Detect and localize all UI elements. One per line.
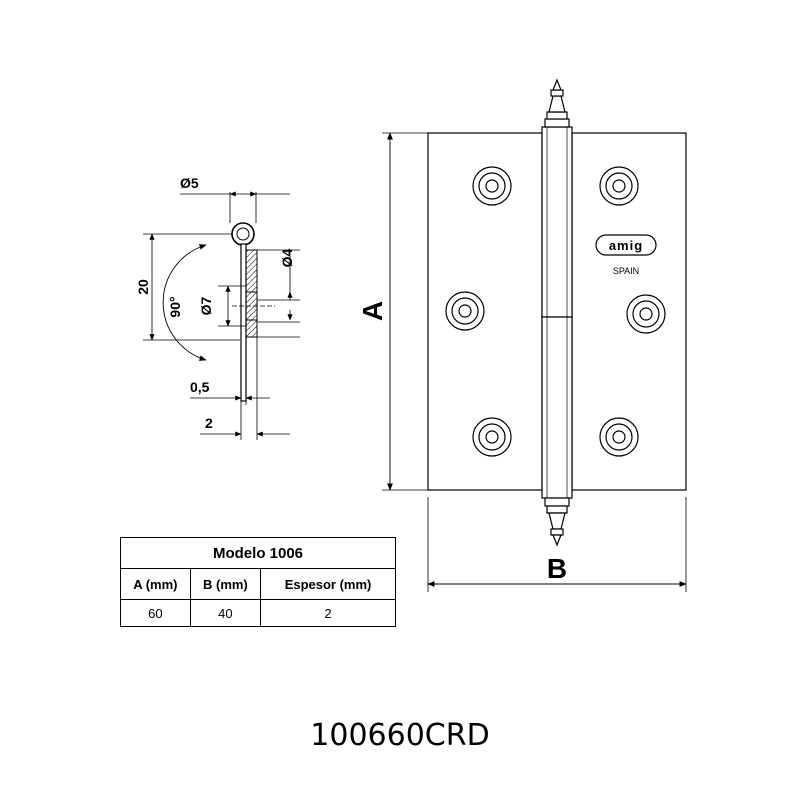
hinge-section-view <box>143 191 300 440</box>
leaf-section <box>240 243 247 402</box>
table-cell: 60 <box>120 599 191 627</box>
knuckle-section <box>231 222 255 246</box>
table-cell: 2 <box>260 599 396 627</box>
hinge-left-leaf <box>427 132 543 491</box>
table-header-row: A (mm) B (mm) Espesor (mm) <box>120 568 396 600</box>
table-title: Modelo 1006 <box>120 537 396 569</box>
table-row: 60 40 2 <box>120 599 396 627</box>
brand-logo-subtitle: SPAIN <box>613 266 639 276</box>
angle-arc <box>162 244 207 361</box>
hinge-front-view <box>382 78 687 592</box>
hinge-barrel-upper <box>541 126 573 318</box>
screw-hole <box>445 291 485 331</box>
bottom-finial <box>544 497 570 547</box>
screw-hole <box>626 294 666 334</box>
table-header: B (mm) <box>189 568 262 600</box>
dim-label-diameter-7: Ø7 <box>198 296 214 315</box>
table-cell: 40 <box>189 599 262 627</box>
table-title-row: Modelo 1006 <box>120 537 396 569</box>
dim-label-20: 20 <box>135 279 151 295</box>
screw-hole <box>472 166 512 206</box>
brand-logo-text: amig <box>609 238 643 253</box>
hinge-right-leaf <box>571 132 687 491</box>
table-header: A (mm) <box>120 568 191 600</box>
dim-label-a: A <box>357 301 388 321</box>
brand-logo-frame <box>595 234 657 256</box>
dim-label-05: 0,5 <box>190 379 210 395</box>
dim-label-diameter-5: Ø5 <box>180 175 199 191</box>
table-header: Espesor (mm) <box>260 568 396 600</box>
dim-label-b: B <box>547 553 567 584</box>
dim-label-2: 2 <box>205 415 213 431</box>
top-finial <box>544 78 570 128</box>
dim-label-diameter-4: Ø4 <box>279 248 295 267</box>
product-code: 100660CRD <box>310 718 490 753</box>
countersink-section <box>245 249 258 338</box>
dim-label-angle: 90° <box>167 296 183 317</box>
screw-hole <box>599 417 639 457</box>
model-spec-table: Modelo 1006 A (mm) B (mm) Espesor (mm) 6… <box>120 537 396 627</box>
screw-hole <box>472 417 512 457</box>
hinge-barrel-lower <box>541 316 573 499</box>
screw-hole <box>599 166 639 206</box>
